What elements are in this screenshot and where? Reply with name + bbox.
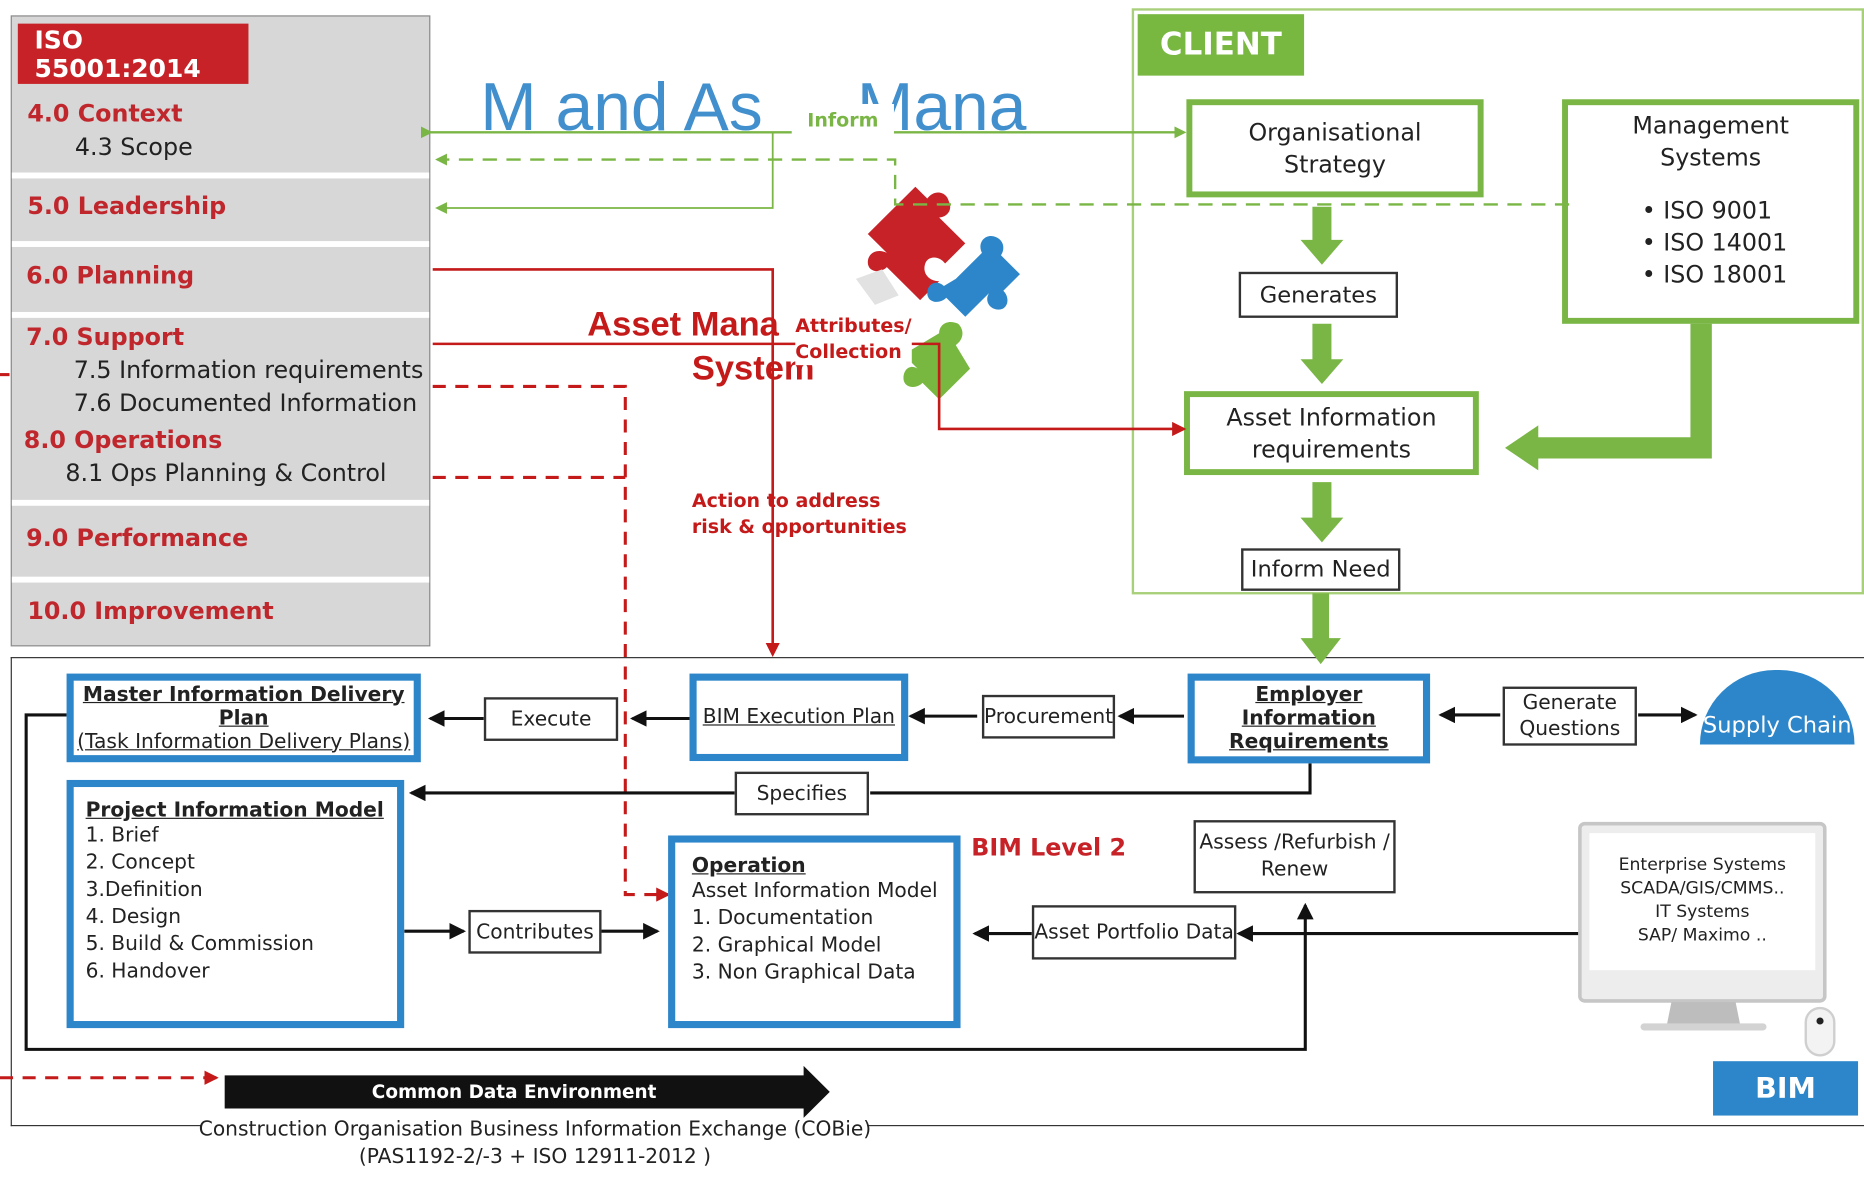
midp-title: Master Information Delivery Plan (82, 682, 405, 730)
org-strategy-line-1: Organisational (1248, 117, 1422, 146)
iso-divider (11, 499, 430, 506)
standard-item: • ISO 14001 (1641, 228, 1788, 257)
management-standards-list: • ISO 9001 • ISO 14001 • ISO 18001 (1568, 195, 1853, 291)
aim-label: Asset Information Model (691, 879, 938, 903)
ghost-title: M and As Mana (480, 69, 1027, 146)
client-region (1131, 8, 1864, 595)
iso-performance: 9.0 Performance (26, 523, 249, 552)
air-line-2: requirements (1251, 434, 1411, 463)
cde-arrow (224, 1065, 830, 1118)
project-information-model-box: Project Information Model 1. Brief 2. Co… (66, 779, 405, 1029)
procurement-box: Procurement (981, 694, 1116, 739)
puzzle-icon (855, 186, 1020, 400)
bep-label: BIM Execution Plan (702, 705, 896, 730)
execute-box: Execute (483, 697, 619, 741)
pim-stage: 6. Handover (85, 959, 210, 984)
standard-item: • ISO 9001 (1641, 196, 1773, 225)
cde-label: Common Data Environment (371, 1081, 657, 1103)
iso-ops-planning: 8.1 Ops Planning & Control (65, 458, 387, 487)
pim-stage: 3.Definition (85, 878, 203, 902)
asset-management-label: Asset Mana (587, 306, 779, 344)
attributes-label: Attributes/Collection (795, 313, 912, 366)
frame-gap (202, 1121, 868, 1131)
iso-support: 7.0 Support (26, 322, 185, 351)
pim-stage: 4. Design (85, 905, 182, 929)
management-systems-box: Management Systems • ISO 9001 • ISO 1400… (1562, 99, 1860, 324)
bim-level-label: BIM Level 2 (971, 833, 1127, 862)
aim-item: 3. Non Graphical Data (691, 960, 916, 985)
generates-box: Generates (1238, 271, 1399, 318)
iso-information-requirements: 7.5 Information requirements (73, 355, 424, 385)
iso-clause-panel (10, 15, 431, 647)
eir-line-1: Employer Information (1241, 683, 1376, 731)
enterprise-systems-screen: Enterprise Systems SCADA/GIS/CMMS.. IT S… (1618, 855, 1787, 946)
contributes-box: Contributes (468, 909, 602, 954)
employer-information-requirements-box: Employer Information Requirements (1187, 673, 1431, 764)
midp-subtitle: (Task Information Delivery Plans) (77, 729, 411, 754)
pim-stage: 5. Build & Commission (85, 932, 314, 957)
iso-divider (11, 172, 430, 179)
organisational-strategy-box: Organisational Strategy (1186, 99, 1484, 198)
iso-operations: 8.0 Operations (23, 425, 223, 454)
iso-improvement: 10.0 Improvement (27, 596, 274, 626)
management-systems-line-1: Management (1632, 111, 1789, 140)
asset-information-requirements-box: Asset Information requirements (1184, 391, 1479, 476)
iso-documented-information: 7.6 Documented Information (73, 388, 418, 418)
client-tab: CLIENT (1137, 14, 1305, 76)
assess-refurbish-box: Assess /Refurbish /Renew (1193, 820, 1396, 894)
org-strategy-line-2: Strategy (1284, 149, 1386, 178)
iso-divider (11, 241, 430, 247)
inform-need-box: Inform Need (1241, 548, 1401, 591)
iso-scope: 4.3 Scope (74, 132, 193, 161)
iso-divider (11, 576, 430, 583)
pim-title: Project Information Model (85, 798, 384, 823)
computer-icon (1578, 821, 1836, 1057)
iso-planning: 6.0 Planning (26, 261, 195, 290)
aim-item: 2. Graphical Model (691, 933, 882, 958)
cobie-standards: (PAS1192-2/-3 + ISO 12911-2012 ) (358, 1145, 712, 1169)
pim-stage: 2. Concept (85, 850, 195, 875)
flow-arrows (1300, 206, 1712, 665)
bim-badge: BIM (1713, 1061, 1859, 1116)
air-line-1: Asset Information (1226, 402, 1437, 431)
operation-box: Operation Asset Information Model 1. Doc… (668, 835, 961, 1029)
iso-divider (11, 311, 430, 318)
operation-title: Operation (691, 854, 806, 879)
midp-box: Master Information Delivery Plan (Task I… (66, 673, 421, 763)
bim-region (10, 657, 1864, 1127)
inform-label: Inform (791, 103, 894, 135)
management-systems-line-2: Systems (1660, 142, 1762, 172)
cobie-label: Construction Organisation Business Infor… (198, 1117, 872, 1142)
eir-line-2: Requirements (1229, 730, 1389, 754)
iso-standard-badge: ISO 55001:2014 (17, 23, 249, 84)
specifies-box: Specifies (734, 771, 869, 816)
standard-item: • ISO 18001 (1641, 259, 1788, 289)
operation-details: Asset Information Model 1. Documentation… (692, 878, 954, 987)
system-label: System (691, 349, 815, 388)
pim-stage: 1. Brief (85, 823, 159, 848)
iso-leadership: 5.0 Leadership (27, 191, 227, 220)
pim-stage-list: 1. Brief 2. Concept 3.Definition 4. Desi… (86, 822, 397, 985)
asset-portfolio-data-box: Asset Portfolio Data (1031, 905, 1237, 960)
bim-execution-plan-box: BIM Execution Plan (689, 673, 909, 762)
aim-item: 1. Documentation (691, 906, 874, 931)
iso-context: 4.0 Context (27, 99, 183, 128)
